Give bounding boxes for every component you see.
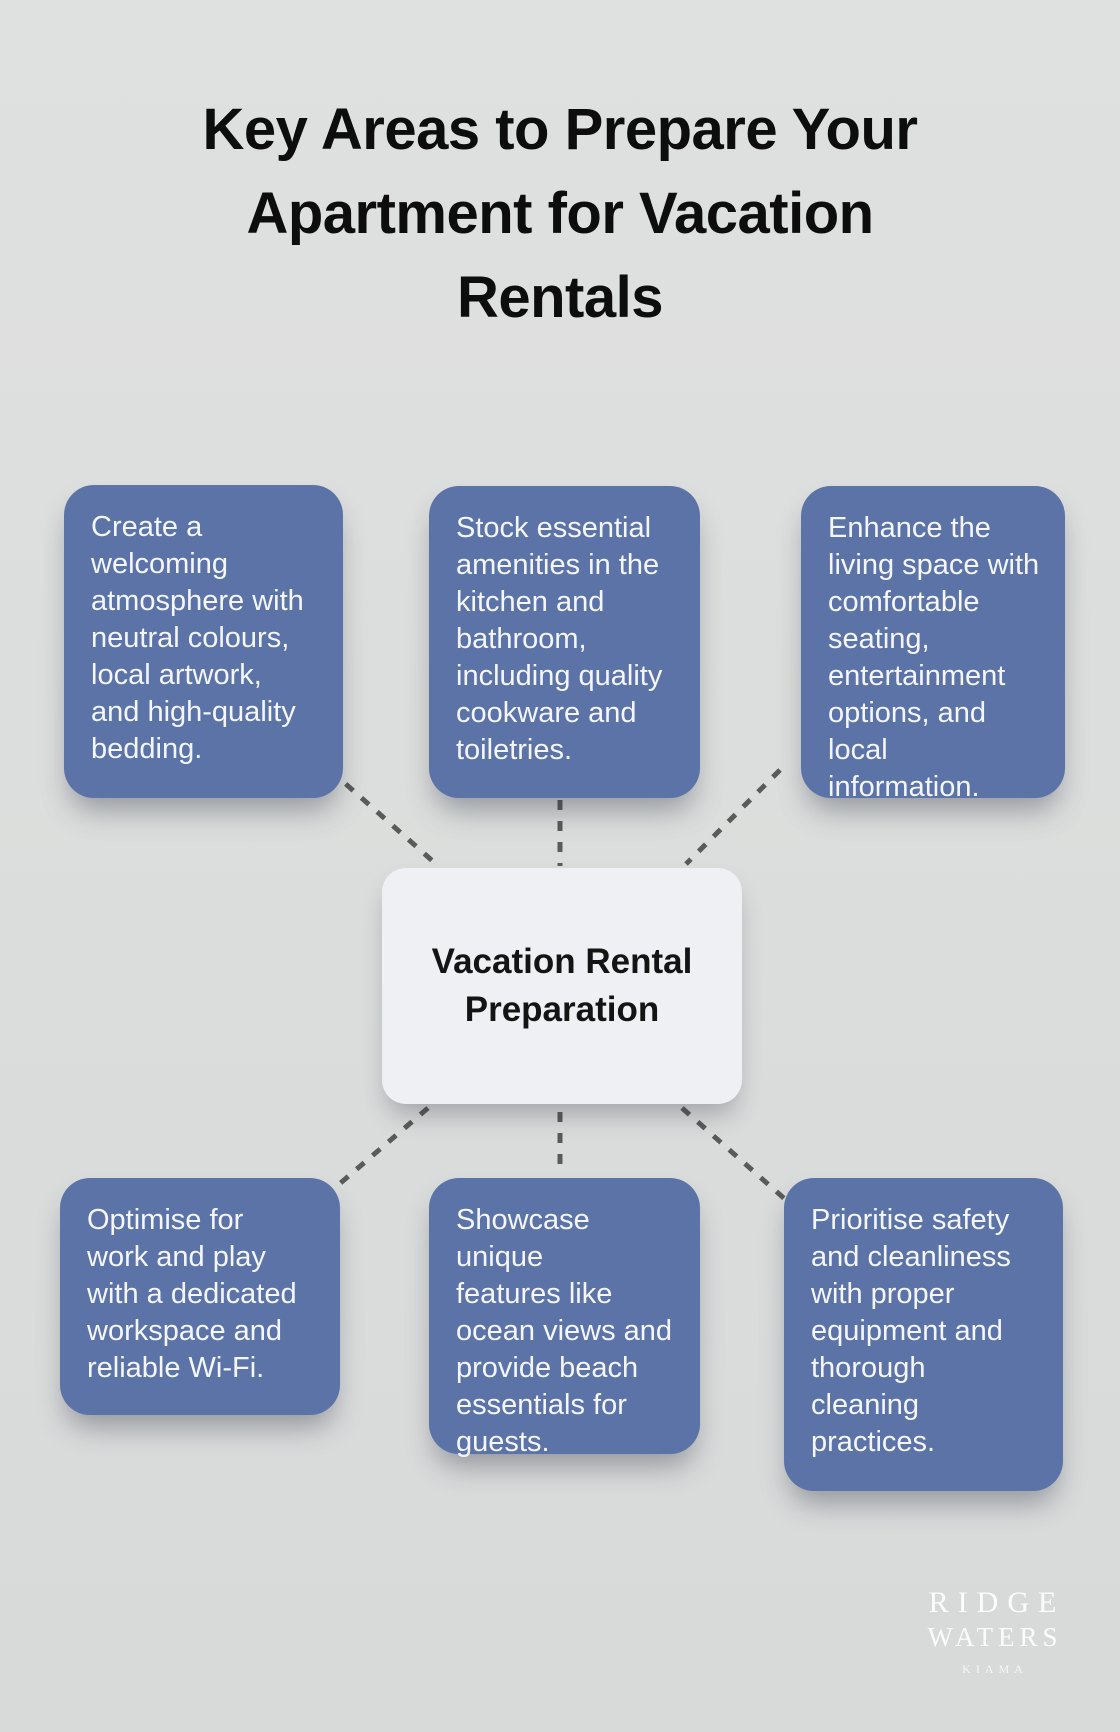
connector-top-left-line	[328, 768, 438, 866]
node-top-right-text: Enhance the living space with comfortabl…	[828, 512, 1040, 803]
node-top-left-text: Create a welcoming atmosphere with neutr…	[91, 511, 304, 765]
page-title: Key Areas to Prepare Your Apartment for …	[202, 97, 918, 330]
connector-bottom-right-line	[680, 1106, 788, 1202]
node-top-left: Create a welcoming atmosphere with neutr…	[64, 485, 343, 798]
node-top-middle-text: Stock essential amenities in the kitchen…	[456, 512, 663, 766]
node-top-right: Enhance the living space with comfortabl…	[801, 486, 1065, 803]
center-node: Vacation Rental Preparation	[382, 868, 742, 1104]
brand-logo: RIDGE WATERS KIAMA	[905, 1586, 1080, 1676]
connector-bottom-left-line	[328, 1106, 430, 1194]
node-bottom-middle: Showcase unique features like ocean view…	[429, 1178, 700, 1458]
node-bottom-middle-text: Showcase unique features like ocean view…	[456, 1204, 673, 1458]
connector-top-right-line	[684, 768, 782, 866]
node-bottom-right-text: Prioritise safety and cleanliness with p…	[811, 1204, 1011, 1458]
brand-logo-kiama-text: KIAMA	[962, 1662, 1028, 1676]
node-top-middle: Stock essential amenities in the kitchen…	[429, 486, 700, 798]
node-bottom-left-text: Optimise for work and play with a dedica…	[87, 1204, 297, 1384]
node-bottom-left: Optimise for work and play with a dedica…	[60, 1178, 340, 1415]
center-node-label: Vacation Rental Preparation	[431, 942, 693, 1029]
brand-logo-ridge-text: RIDGE	[928, 1586, 1066, 1619]
brand-logo-waters-text: WATERS	[927, 1622, 1063, 1652]
node-bottom-right: Prioritise safety and cleanliness with p…	[784, 1178, 1063, 1491]
